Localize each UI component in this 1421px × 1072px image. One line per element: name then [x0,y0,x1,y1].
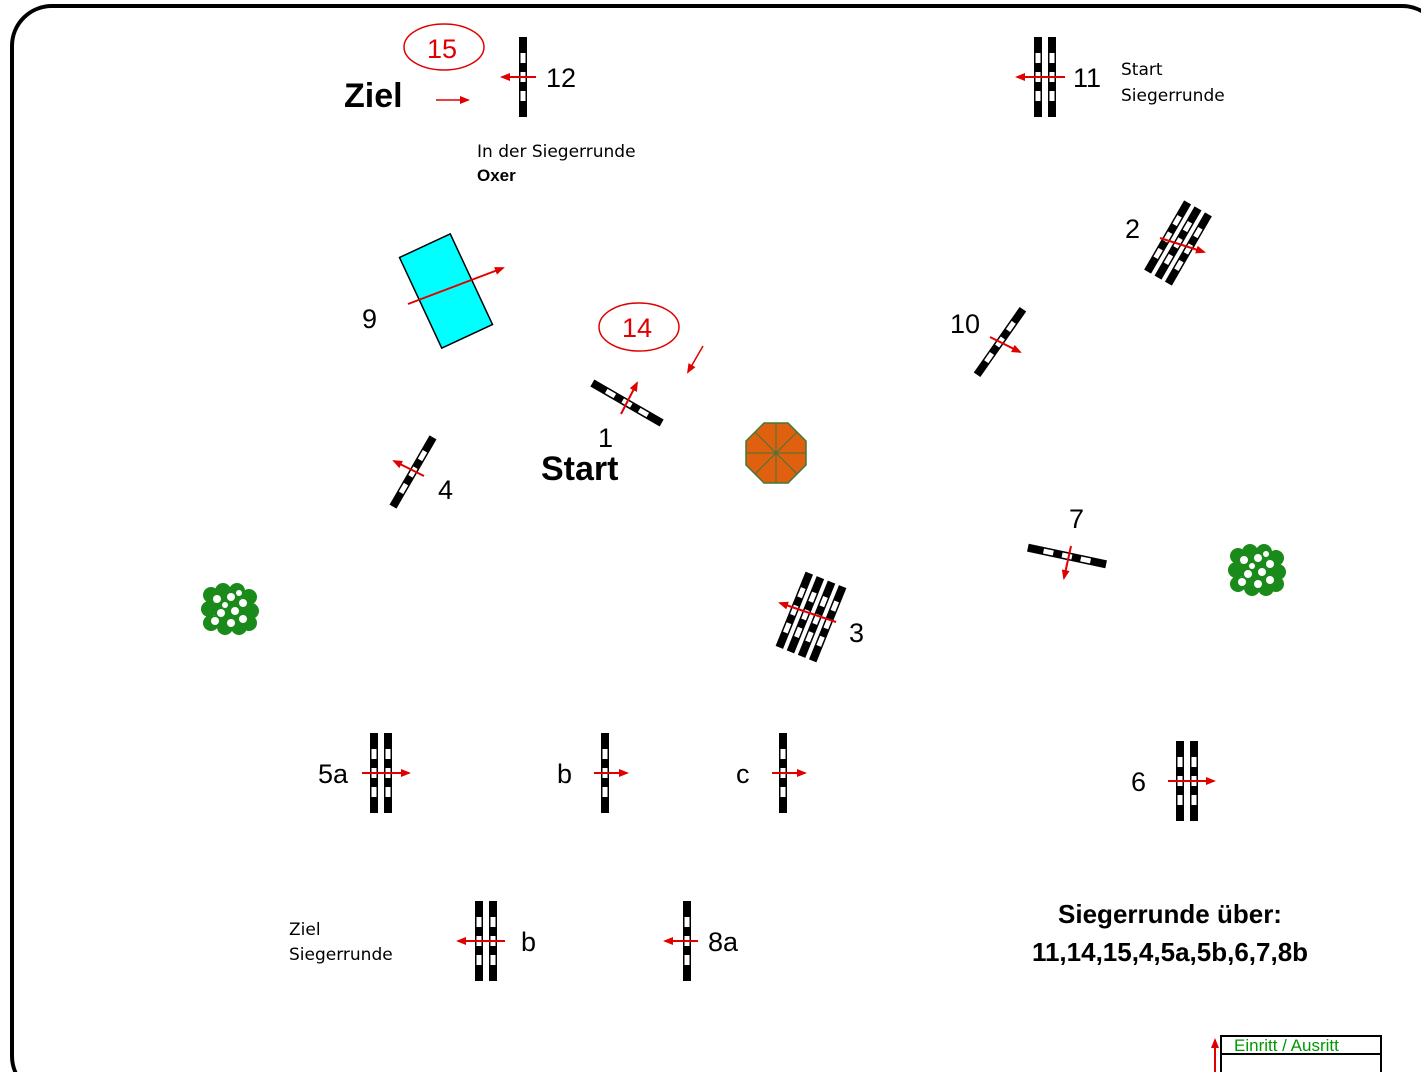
obstacle-11 [1015,37,1065,117]
obstacle-5c [772,733,807,813]
ziel-siegerrunde-line1: Ziel [289,920,321,940]
obstacle-5b-label: b [557,759,572,789]
bush-left [201,583,259,635]
obstacle-14-label: 14 [622,313,652,343]
obstacle-8b-label: b [521,927,536,957]
obstacle-6-label: 6 [1131,767,1146,797]
obstacle-1-label: 1 [598,423,613,453]
obstacle-6 [1168,741,1216,821]
obstacle-12 [500,37,536,117]
obstacle-2-arrow [1159,237,1206,254]
siegerrunde-title: Siegerrunde über: [1058,899,1282,929]
obstacle-2-label: 2 [1125,214,1140,244]
obstacle-14-circle [598,302,680,352]
obstacle-1-arrow [620,381,638,415]
obstacle-5a [362,733,411,813]
obstacle-8a [663,901,698,981]
obstacle-14-arrow [687,345,704,374]
start-label: Start [541,450,618,488]
obstacle-3-arrow [778,601,837,623]
obstacle-15-circle [403,23,485,71]
obstacle-5a-label: 5a [318,759,349,789]
start-siegerrunde-line1: Start [1121,60,1163,80]
obstacle-7-label: 7 [1069,504,1084,534]
obstacle-4-arrow [392,460,425,477]
obstacle-15-label: 15 [427,34,457,64]
obstacle-9-arrow [407,267,505,305]
obstacle-10-label: 10 [950,309,980,339]
siegerrunde-list: 11,14,15,4,5a,5b,6,7,8b [1032,937,1308,967]
entry-exit-gate [1211,1035,1382,1072]
ziel-siegerrunde-line2: Siegerrunde [289,945,393,965]
obstacle-12-label: 12 [546,63,576,93]
obstacle-8b [456,901,505,981]
obstacle-10-arrow [989,336,1022,353]
obstacle-3 [775,571,847,663]
in-der-siegerrunde-label: In der Siegerrunde [477,142,636,162]
obstacle-9-water [398,232,494,350]
tree-octagon [745,422,807,484]
obstacle-5c-label: c [736,759,750,789]
obstacle-4-label: 4 [438,475,453,505]
oxer-label: Oxer [477,166,516,185]
obstacle-5b [594,733,629,813]
obstacle-4 [389,435,437,509]
obstacle-8a-label: 8a [708,927,739,957]
obstacle-7-arrow [1061,545,1072,580]
obstacle-9-label: 9 [362,304,377,334]
arena-border [10,4,1421,1072]
gate-label: Einritt / Ausritt [1234,1036,1339,1055]
obstacle-3-label: 3 [849,618,864,648]
obstacle-11-label: 11 [1073,63,1101,93]
start-siegerrunde-line2: Siegerrunde [1121,86,1225,106]
ziel-label: Ziel [344,77,403,115]
bush-right [1228,544,1286,596]
